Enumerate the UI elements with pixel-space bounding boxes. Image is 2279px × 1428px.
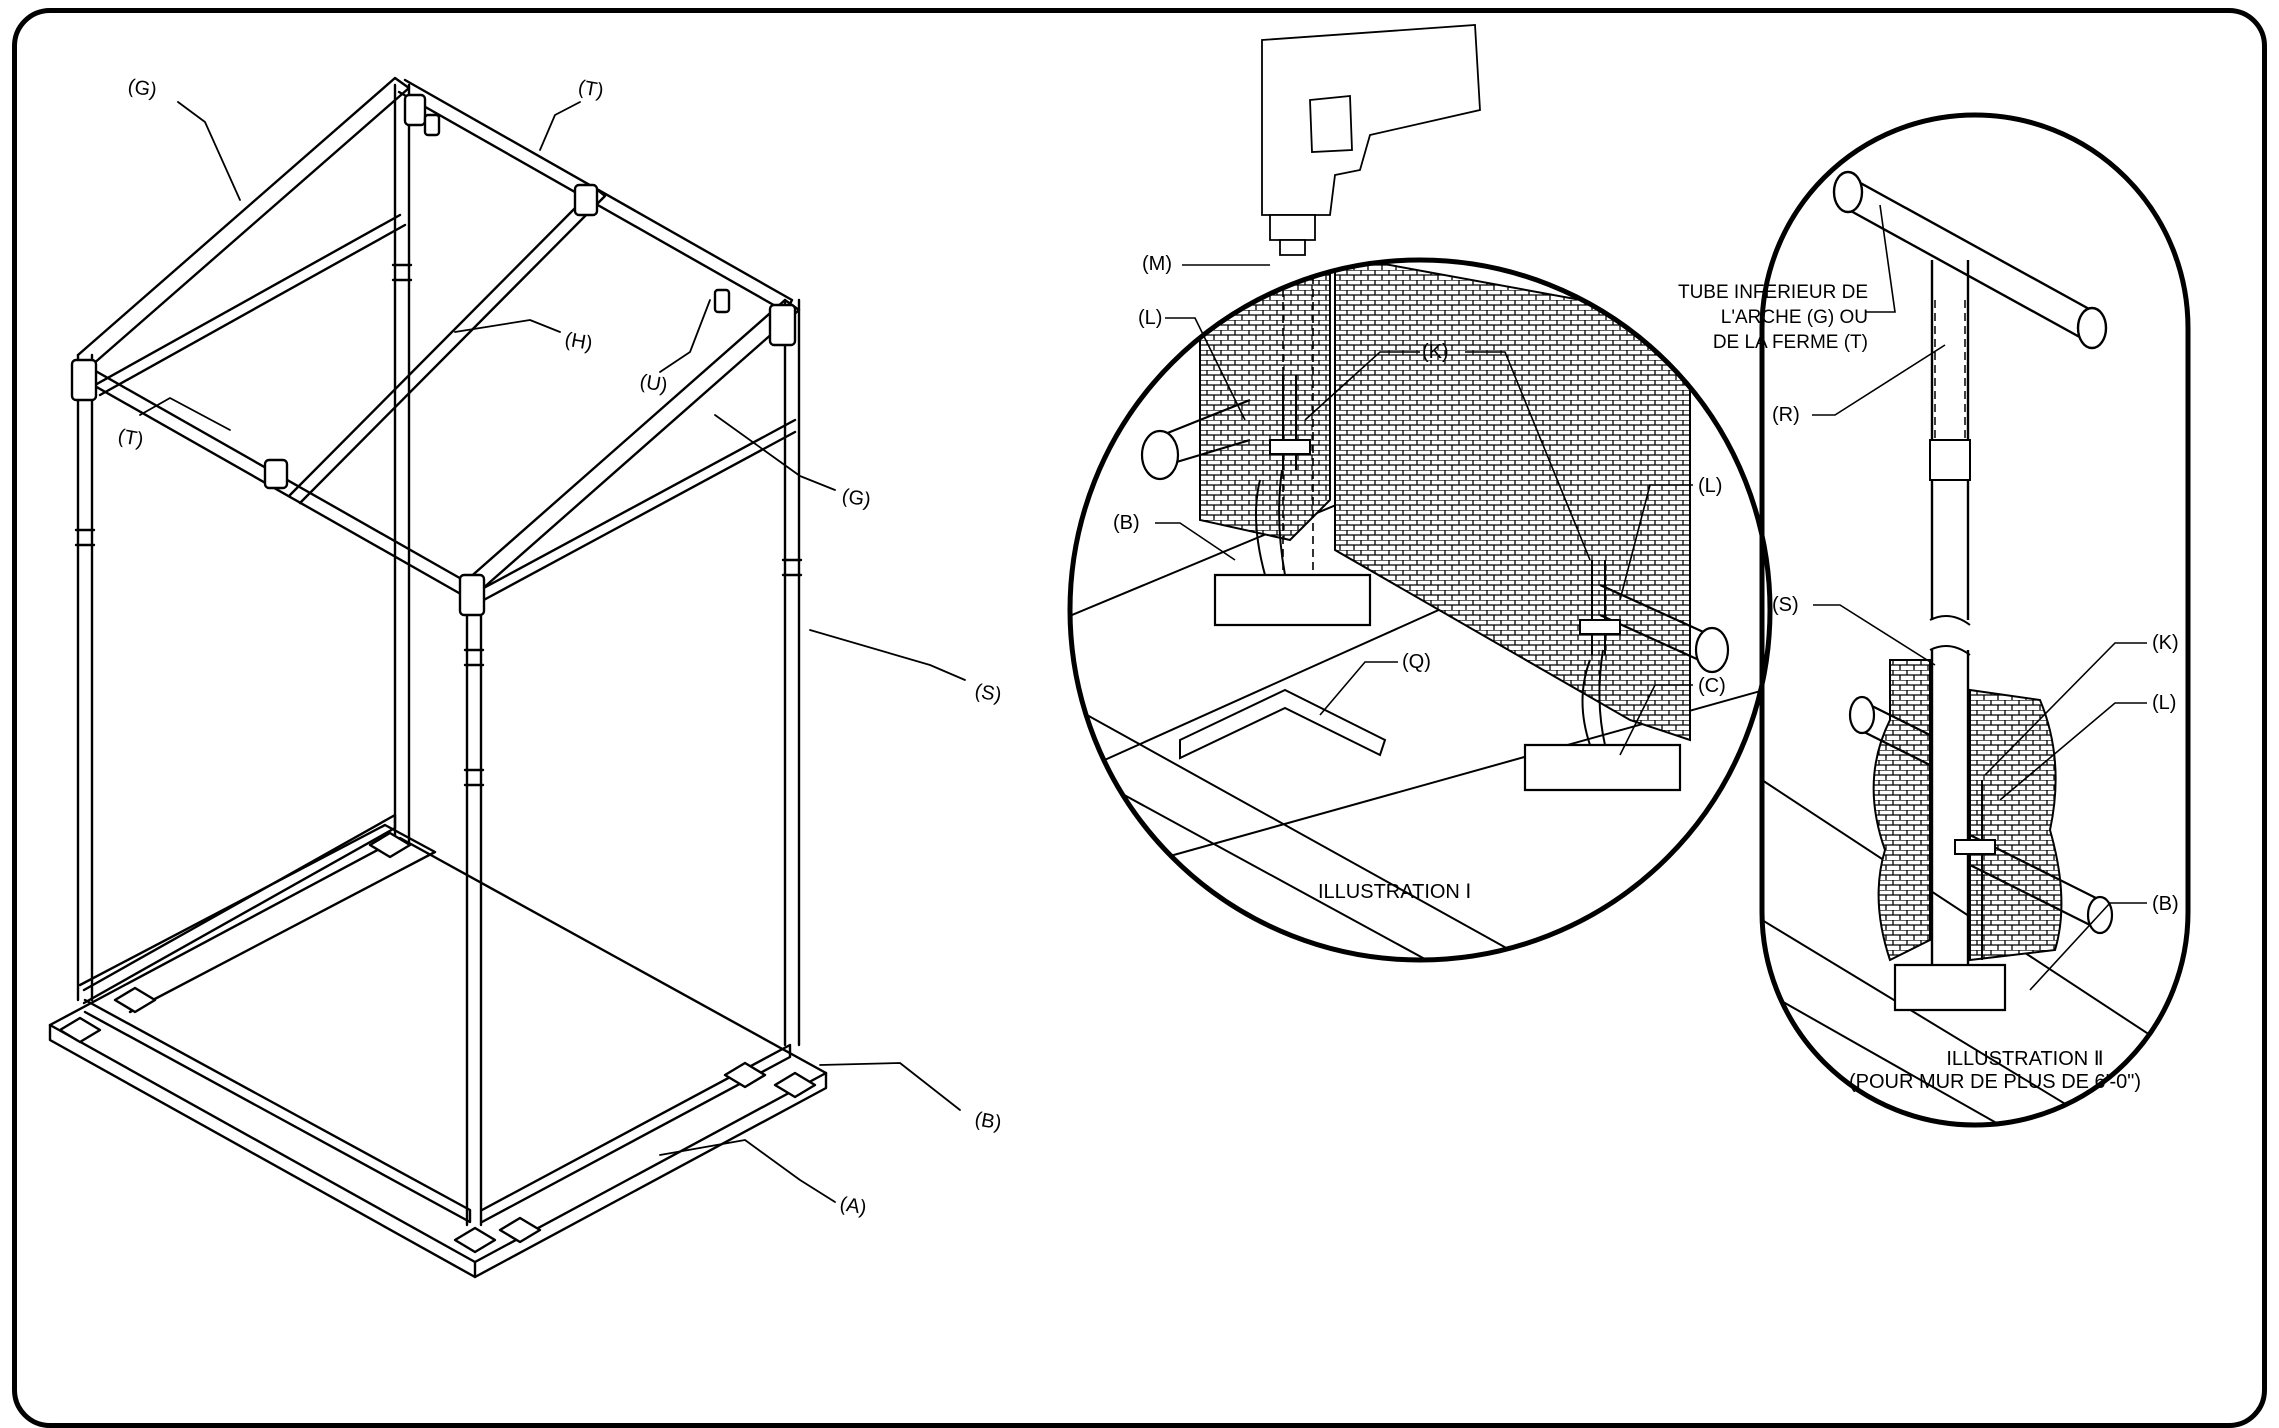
- illustration-1-title: ILLUSTRATION Ⅰ: [1318, 881, 1471, 903]
- label-b2: (B): [2152, 893, 2179, 915]
- label-m: (M): [1142, 253, 1172, 275]
- label-t-side: (T): [116, 425, 145, 451]
- main-view-labels: (G) (T) (H) (U) (T) (G) (S) (B) (A): [116, 75, 1003, 1219]
- label-a: (A): [838, 1193, 868, 1219]
- note-line-1: TUBE INFERIEUR DE: [1678, 282, 1868, 303]
- base-slab: [48, 836, 828, 1279]
- roof-rafters: [76, 76, 801, 604]
- label-u: (U): [638, 371, 669, 397]
- label-l2: (L): [1698, 475, 1722, 497]
- illustration-2-title: ILLUSTRATION Ⅱ: [1946, 1048, 2103, 1070]
- label-c: (C): [1698, 675, 1726, 697]
- main-frame-view: [48, 76, 966, 1279]
- label-s2: (S): [1772, 594, 1799, 616]
- label-k2: (K): [2152, 632, 2179, 654]
- label-g-side: (G): [840, 485, 872, 512]
- label-q: (Q): [1402, 651, 1431, 673]
- illustration-1: (M) (L) (K) (B) (L) (C) (Q) ILLUSTRATION…: [1067, 24, 1773, 963]
- bottom-rails: [82, 813, 792, 1224]
- base-plates: [58, 831, 817, 1254]
- note-line-3: DE LA FERME (T): [1713, 332, 1868, 353]
- label-t-top: (T): [576, 76, 605, 102]
- label-k: (K): [1422, 341, 1449, 363]
- label-l1: (L): [1138, 307, 1162, 329]
- illustration-2-subtitle: (POUR MUR DE PLUS DE 6'-0"): [1849, 1071, 2141, 1093]
- main-leaders: [139, 101, 966, 1203]
- label-b1: (B): [1113, 512, 1140, 534]
- label-l3: (L): [2152, 692, 2176, 714]
- label-g-top: (G): [126, 75, 158, 102]
- illustration-2: TUBE INFERIEUR DE L'ARCHE (G) OU DE LA F…: [1678, 112, 2191, 1128]
- fittings: [70, 93, 797, 617]
- label-h: (H): [563, 329, 594, 355]
- drill-tool: [1261, 24, 1481, 256]
- note-line-2: L'ARCHE (G) OU: [1721, 307, 1868, 328]
- label-b: (B): [973, 1108, 1003, 1134]
- label-s: (S): [973, 680, 1003, 706]
- label-r: (R): [1772, 404, 1800, 426]
